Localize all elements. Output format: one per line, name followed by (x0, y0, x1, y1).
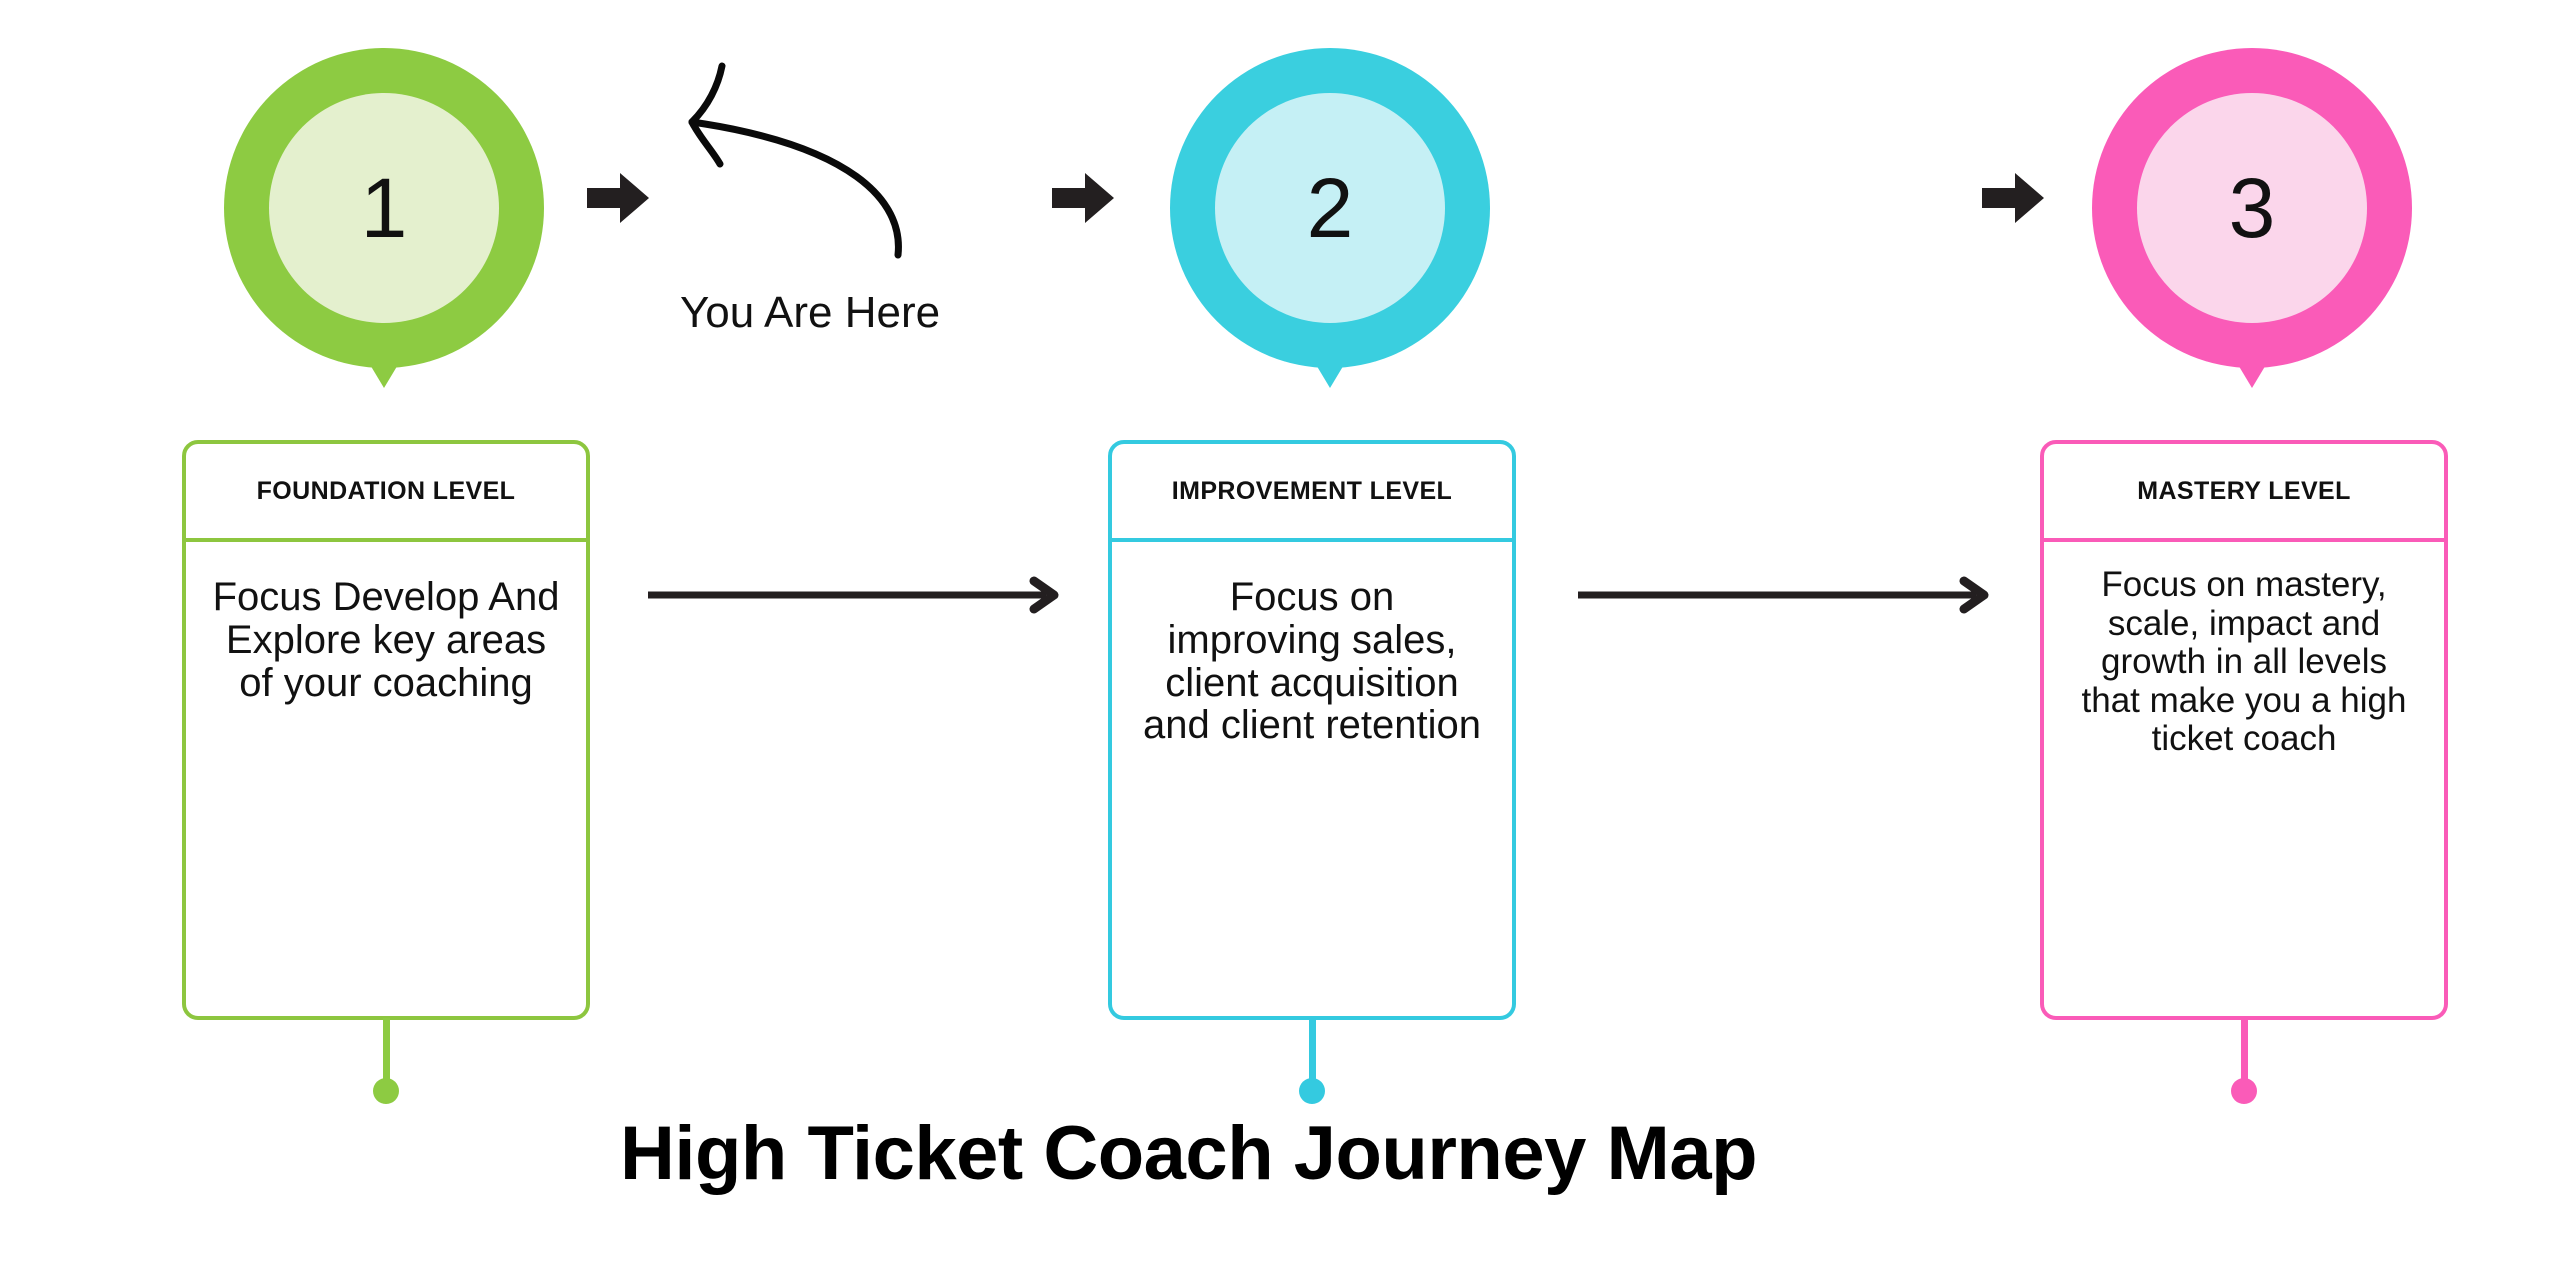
pin-inner-3: 3 (2137, 93, 2367, 323)
block-arrow-2 (1052, 170, 1114, 226)
card-stem-3 (2241, 1018, 2248, 1090)
card-title-3: MASTERY LEVEL (2137, 476, 2351, 505)
level-card-1[interactable]: FOUNDATION LEVEL Focus Develop And Explo… (182, 440, 590, 1020)
card-header-2: IMPROVEMENT LEVEL (1112, 444, 1512, 542)
card-body-3: Focus on mastery, scale, impact and grow… (2044, 542, 2444, 1016)
pin-inner-1: 1 (269, 93, 499, 323)
card-stem-2 (1309, 1018, 1316, 1090)
step-pin-2[interactable]: 2 (1170, 48, 1490, 388)
card-body-1: Focus Develop And Explore key areas of y… (186, 542, 586, 1016)
arrow-right-icon (1578, 576, 1989, 614)
connector-arrow-1 (648, 575, 1060, 615)
card-header-3: MASTERY LEVEL (2044, 444, 2444, 542)
step-number-3: 3 (2228, 161, 2276, 255)
connector-arrow-2 (1578, 575, 1990, 615)
arrow-right-icon (1982, 173, 2044, 223)
block-arrow-3 (1982, 170, 2044, 226)
step-number-1: 1 (360, 161, 408, 255)
pin-inner-2: 2 (1215, 93, 1445, 323)
card-stem-1 (383, 1018, 390, 1090)
card-text-1: Focus Develop And Explore key areas of y… (212, 575, 560, 705)
card-dot-3 (2231, 1078, 2257, 1104)
card-dot-2 (1299, 1078, 1325, 1104)
block-arrow-1 (587, 170, 649, 226)
level-card-2[interactable]: IMPROVEMENT LEVEL Focus on improving sal… (1108, 440, 1516, 1020)
you-are-here-label: You Are Here (680, 288, 941, 337)
curved-arrow-left-icon (688, 62, 902, 259)
you-are-here-arrow (660, 50, 960, 290)
card-text-3: Focus on mastery, scale, impact and grow… (2081, 565, 2407, 758)
page-title: High Ticket Coach Journey Map (620, 1111, 1758, 1196)
card-title-1: FOUNDATION LEVEL (256, 476, 516, 505)
card-body-2: Focus on improving sales, client acquisi… (1112, 542, 1512, 1016)
step-number-2: 2 (1306, 161, 1354, 255)
card-title-2: IMPROVEMENT LEVEL (1171, 476, 1453, 505)
level-card-3[interactable]: MASTERY LEVEL Focus on mastery, scale, i… (2040, 440, 2448, 1020)
arrow-right-icon (648, 576, 1059, 614)
arrow-right-icon (1052, 173, 1114, 223)
arrow-right-icon (587, 173, 649, 223)
step-pin-3[interactable]: 3 (2092, 48, 2412, 388)
card-text-2: Focus on improving sales, client acquisi… (1142, 575, 1481, 748)
step-pin-1[interactable]: 1 (224, 48, 544, 388)
card-dot-1 (373, 1078, 399, 1104)
card-header-1: FOUNDATION LEVEL (186, 444, 586, 542)
